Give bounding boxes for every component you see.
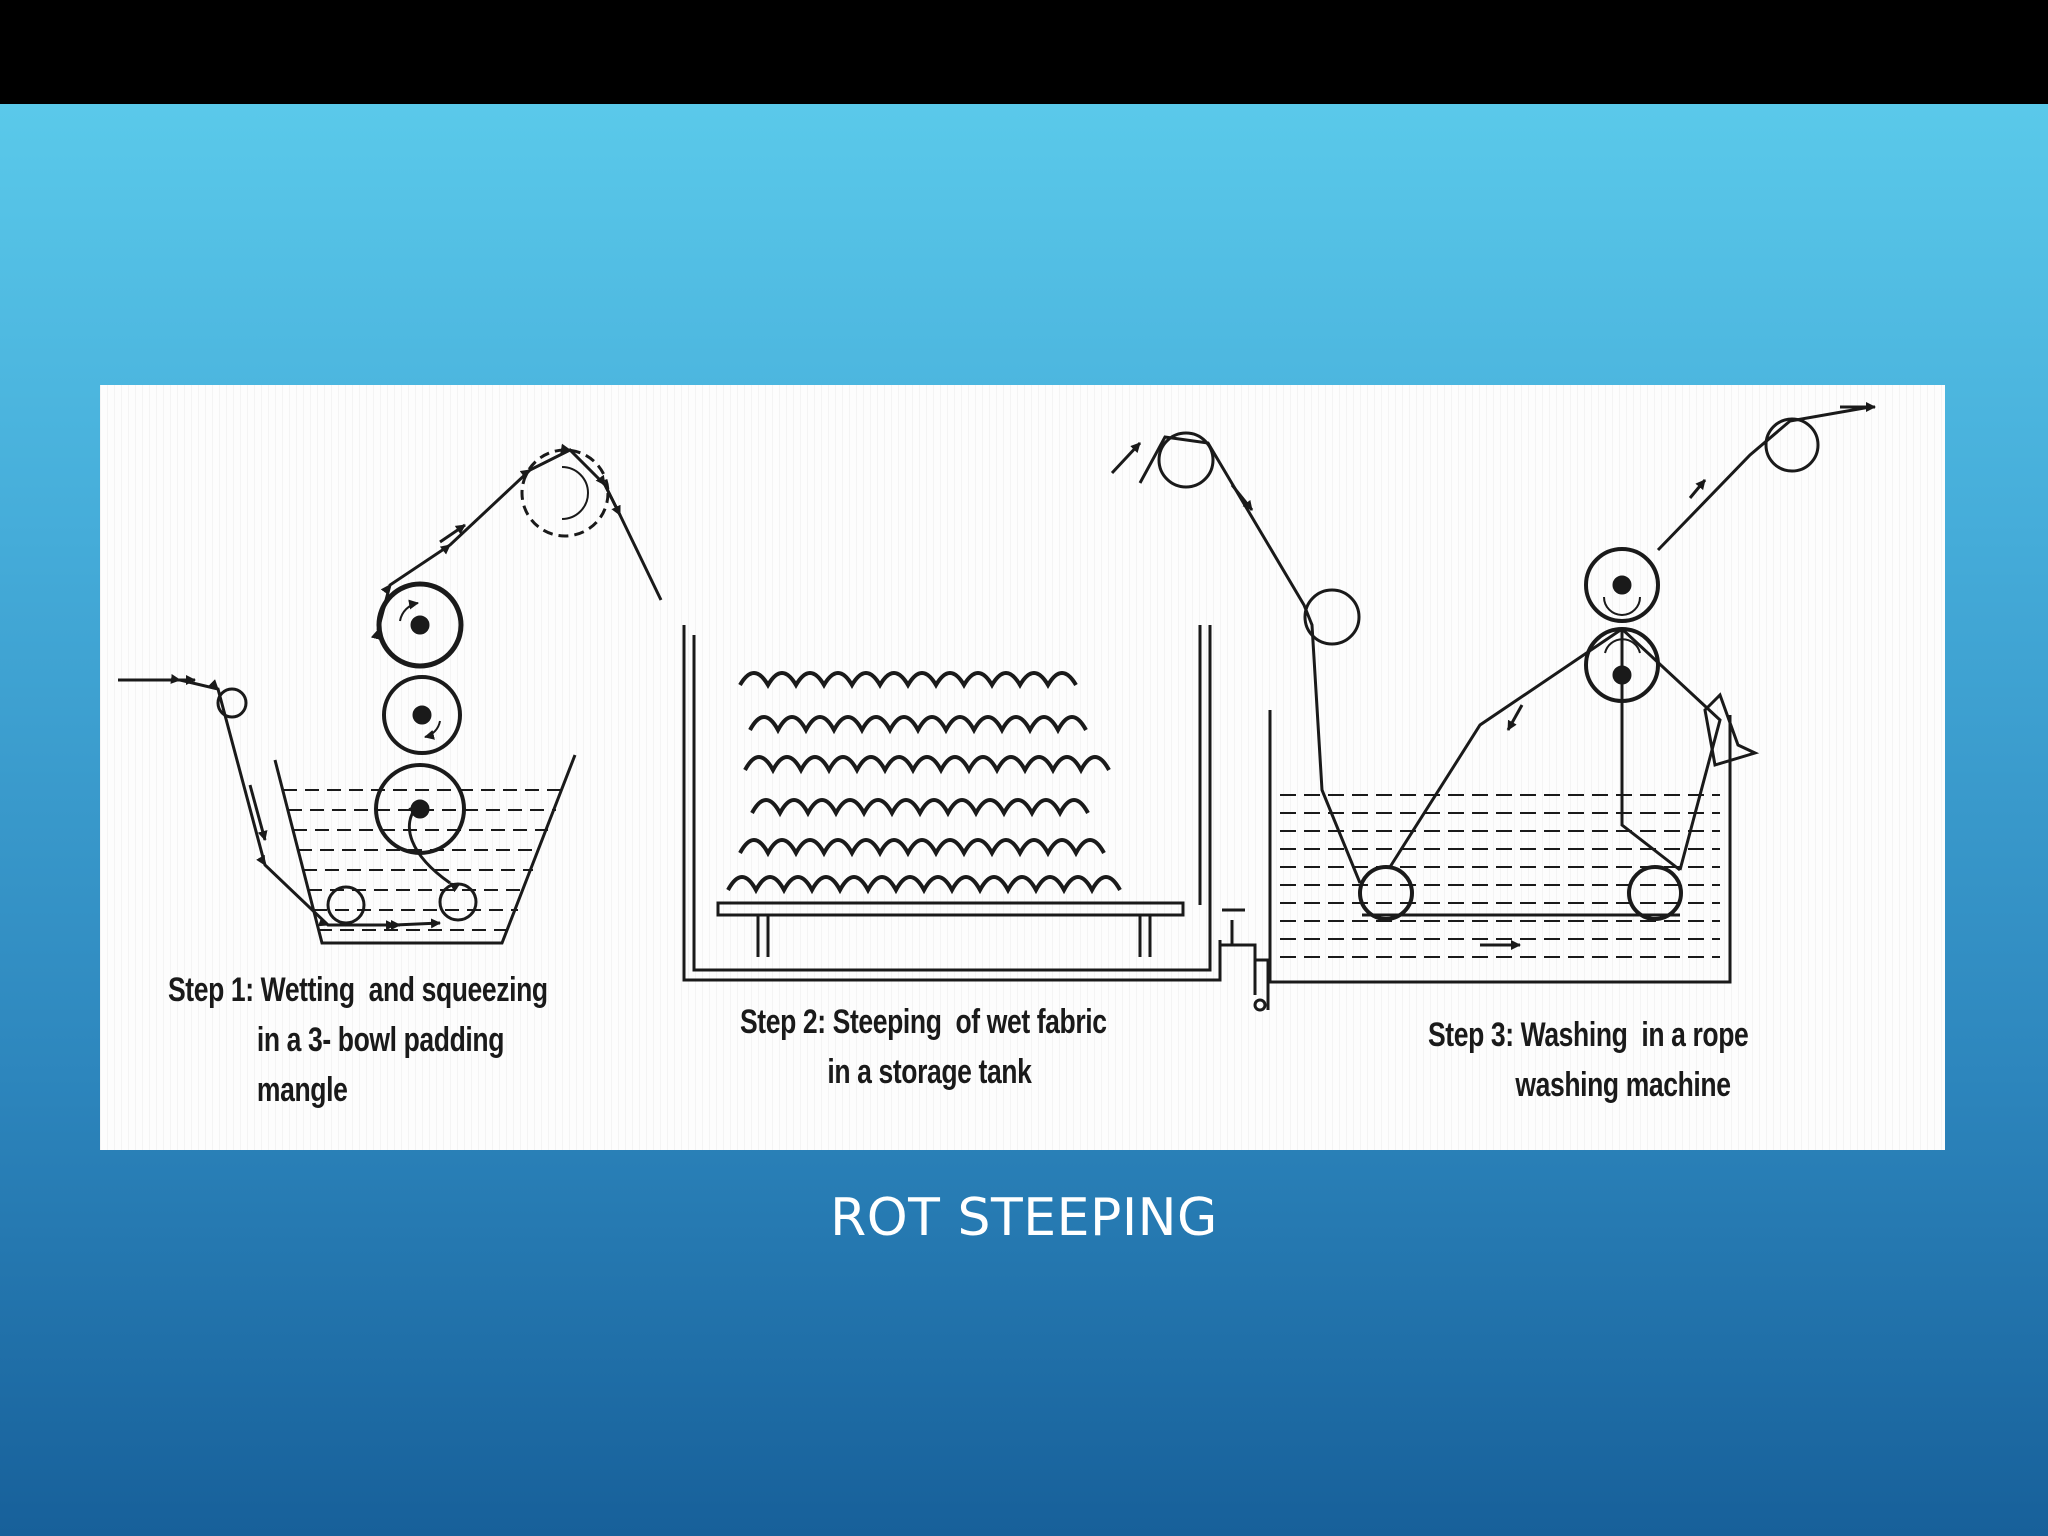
immersion-roller-right: [438, 882, 478, 922]
step-2-caption-line-1: Step 2: Steeping of wet fabric: [740, 1003, 1107, 1041]
drain-valve: [1220, 908, 1270, 1010]
step-3-caption: Step 3: Washing in a rope washing machin…: [1428, 1010, 1749, 1110]
top-guide-roller-1: [520, 448, 610, 538]
squeeze-roller-top: [1584, 547, 1660, 623]
step-1-padding-mangle: [118, 448, 663, 945]
step-3-caption-line-1: Step 3: Washing in a rope: [1428, 1016, 1749, 1054]
slide-title: ROT STEEPING: [830, 1188, 1218, 1248]
fabric-path-3: [1138, 405, 1871, 917]
step-1-caption-line-2: in a 3- bowl padding: [256, 1021, 505, 1059]
fabric-path-1: [118, 450, 663, 925]
scray-guide: [1703, 692, 1760, 767]
step-1-caption: Step 1: Wetting and squeezing in a 3- bo…: [168, 965, 548, 1115]
step-3-rope-washer: [1138, 402, 1876, 984]
step-1-caption-line-3: mangle: [256, 1071, 348, 1109]
step-2-storage-tank: [682, 441, 1270, 1012]
entry-roller-2: [1303, 588, 1361, 646]
step-2-caption: Step 2: Steeping of wet fabric in a stor…: [740, 997, 1107, 1097]
rot-steeping-diagram: Step 1: Wetting and squeezing in a 3- bo…: [100, 385, 1945, 1150]
liquor-lines-3: [1280, 794, 1720, 958]
step-3-caption-line-2: washing machine: [1515, 1066, 1731, 1104]
entry-roller-1: [1157, 431, 1215, 489]
tank-platform: [716, 901, 1185, 917]
exit-roller: [1764, 417, 1820, 473]
tank-walls: [682, 625, 1222, 982]
washer-tank: [1268, 710, 1732, 984]
top-bar: [0, 0, 2048, 104]
tank-roller-left: [1358, 865, 1414, 921]
step-1-caption-line-1: Step 1: Wetting and squeezing: [168, 971, 548, 1009]
step-2-caption-line-2: in a storage tank: [827, 1053, 1032, 1091]
piled-fabric: [726, 671, 1122, 895]
immersion-roller-left: [326, 885, 366, 925]
tank-roller-right: [1627, 865, 1683, 921]
